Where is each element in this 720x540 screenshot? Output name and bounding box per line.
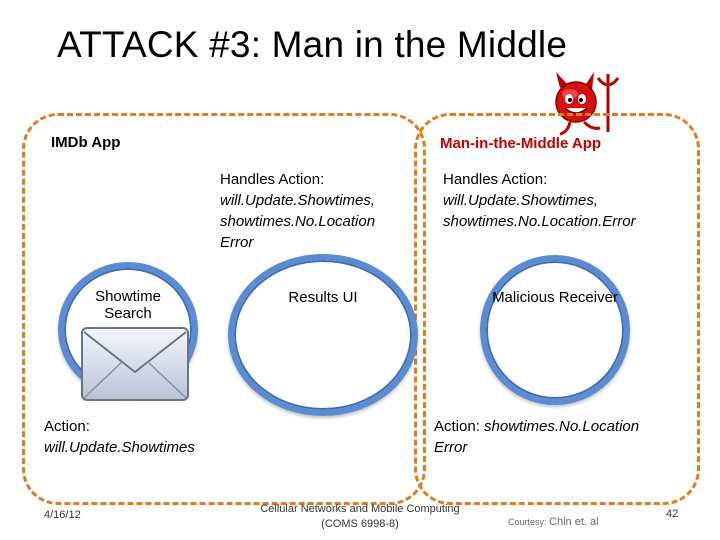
footer-page-number: 42 (666, 508, 678, 520)
imdb-handles-heading: Handles Action: (220, 169, 410, 190)
footer-courtesy-name: Chin et. al (549, 516, 599, 528)
imdb-app-label: IMDb App (51, 134, 120, 151)
showtime-search-label-line2: Search (58, 305, 198, 322)
imdb-handles-line2: showtimes.No.Location (220, 211, 410, 232)
showtime-search-label-line1: Showtime (58, 288, 198, 305)
footer-courtesy-prefix: Courtesy: (508, 517, 549, 527)
mitm-action-prefix: Action: (434, 418, 484, 435)
results-ui-label: Results UI (228, 289, 418, 306)
footer-course: Cellular Networks and Mobile Computing (… (240, 502, 480, 532)
imdb-handles-line3: Error (220, 232, 410, 253)
imdb-handles-line1: will.Update.Showtimes, (220, 190, 410, 211)
mitm-action: Action: showtimes.No.Location Error (434, 416, 684, 458)
footer-courtesy: Courtesy: Chin et. al (508, 512, 599, 530)
imdb-action-value: will.Update.Showtimes (44, 437, 244, 458)
slide-title: ATTACK #3: Man in the Middle (57, 24, 567, 66)
footer-date: 4/16/12 (44, 509, 81, 521)
mitm-handles-heading: Handles Action: (443, 169, 683, 190)
envelope-icon (80, 326, 190, 402)
imdb-handles-action: Handles Action: will.Update.Showtimes, s… (220, 169, 410, 253)
footer-course-line2: (COMS 6998-8) (240, 517, 480, 532)
results-ui-component (228, 254, 418, 416)
mitm-handles-line1: will.Update.Showtimes, (443, 190, 683, 211)
footer-course-line1: Cellular Networks and Mobile Computing (240, 502, 480, 517)
mitm-action-value-line2: Error (434, 437, 684, 458)
showtime-search-label: Showtime Search (58, 288, 198, 322)
mitm-action-line1: Action: showtimes.No.Location (434, 416, 684, 437)
mitm-action-value-line1: showtimes.No.Location (484, 418, 639, 435)
imdb-action-heading: Action: (44, 416, 244, 437)
malicious-receiver-component (480, 255, 630, 405)
mitm-handles-line2: showtimes.No.Location.Error (443, 211, 683, 232)
imdb-action: Action: will.Update.Showtimes (44, 416, 244, 458)
mitm-app-label: Man-in-the-Middle App (440, 135, 601, 152)
mitm-handles-action: Handles Action: will.Update.Showtimes, s… (443, 169, 683, 232)
malicious-receiver-label: Malicious Receiver (465, 289, 645, 306)
